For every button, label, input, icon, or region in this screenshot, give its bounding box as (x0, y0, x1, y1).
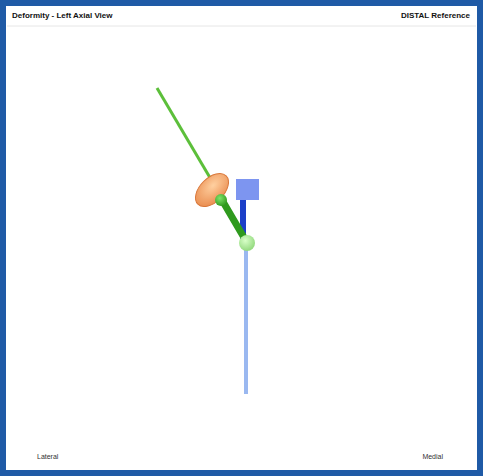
distal-sphere (239, 235, 255, 251)
joint-sphere (215, 194, 227, 206)
view-title: Deformity - Left Axial View (12, 12, 112, 20)
reference-label: DISTAL Reference (401, 12, 470, 20)
header-rule (7, 26, 476, 27)
side-label: Lateral (37, 453, 58, 460)
segment-shaft (222, 200, 246, 241)
side-label: Medial (422, 453, 443, 460)
reference-square (236, 179, 259, 200)
distal-axis (244, 243, 248, 394)
